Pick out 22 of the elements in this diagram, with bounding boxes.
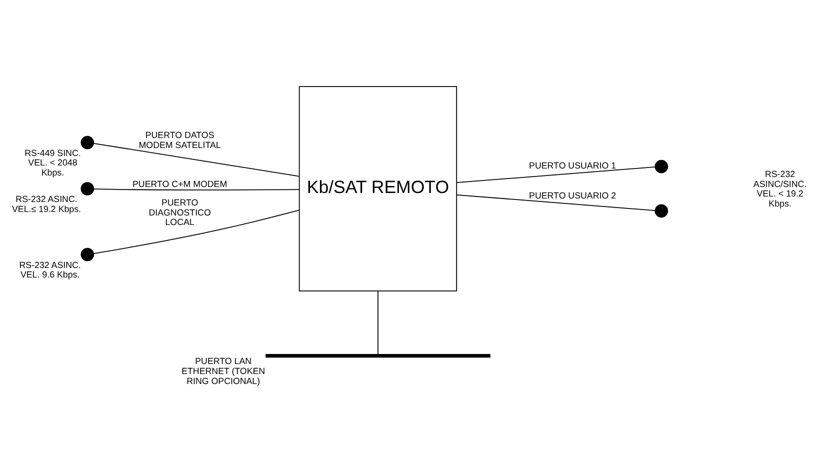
connector bbox=[456, 194, 656, 210]
connector bbox=[93, 142, 300, 176]
node-circle bbox=[654, 159, 668, 173]
node-label: RS-232 ASINC. VEL.≤ 19.2 Kbps. bbox=[12, 194, 82, 214]
label: RS-232 ASINC/SINC. VEL. < 19.2 Kbps. bbox=[753, 168, 807, 208]
node-label: PUERTO LAN ETHERNET (TOKEN RING OPCIONAL) bbox=[182, 356, 266, 386]
connector bbox=[93, 188, 300, 190]
edge-label: PUERTO C+M MODEM bbox=[132, 178, 228, 188]
node-box: Kb/SAT REMOTO bbox=[298, 86, 458, 291]
edge-label: PUERTO USUARIO 2 bbox=[529, 190, 616, 200]
node-bar bbox=[266, 354, 490, 358]
node-circle bbox=[80, 135, 94, 149]
node-circle bbox=[80, 247, 94, 261]
edge-label: PUERTO DIAGNOSTICO LOCAL bbox=[148, 197, 211, 227]
node-circle bbox=[80, 182, 94, 195]
node-label: RS-232 ASINC. VEL. 9.6 Kbps. bbox=[19, 259, 81, 280]
edge-label: PUERTO DATOS MODEM SATELITAL bbox=[138, 130, 221, 150]
connector bbox=[93, 209, 300, 254]
node-circle bbox=[654, 204, 668, 218]
edge-label: PUERTO USUARIO 1 bbox=[529, 160, 616, 170]
node-label: RS-449 SINC. VEL. < 2048 Kbps. bbox=[24, 147, 81, 177]
connector bbox=[456, 166, 656, 183]
